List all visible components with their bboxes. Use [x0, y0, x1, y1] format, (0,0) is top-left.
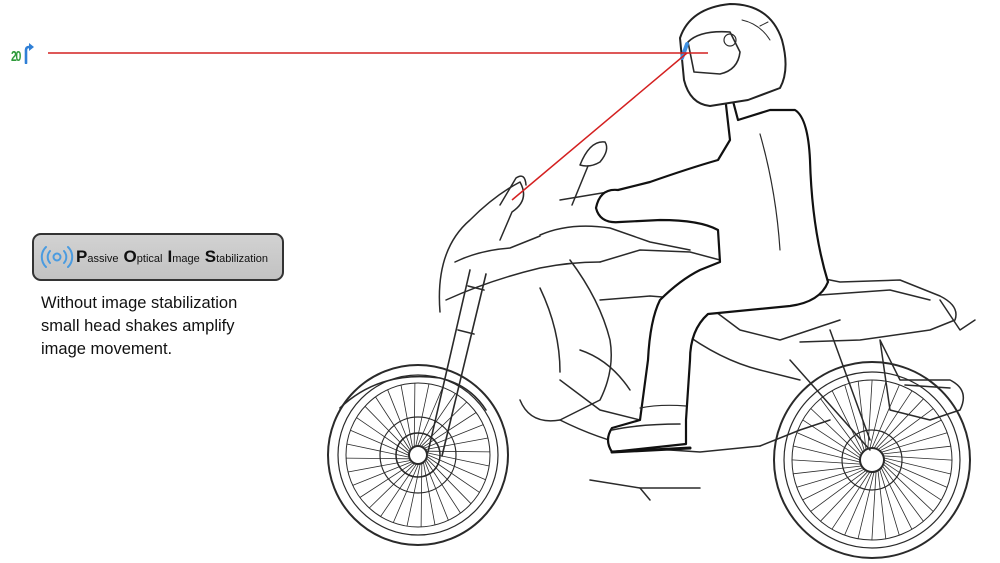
wheel-spoke [870, 381, 886, 448]
wheel-spoke [858, 381, 866, 449]
rider-helmet [680, 4, 786, 106]
wheel-spoke [872, 471, 876, 540]
wheel-spoke [416, 384, 429, 445]
wheel-spoke [793, 466, 861, 474]
wheel-spoke [792, 460, 861, 464]
wheel-spoke [407, 465, 420, 526]
hud-navigation-icon: 20 [11, 36, 41, 64]
turn-right-arrow-icon [23, 40, 35, 64]
front-wheel [328, 365, 508, 545]
wheel-spoke [878, 470, 886, 538]
wheel-spoke [797, 468, 863, 488]
wheel-spoke [427, 459, 471, 504]
wheel-spoke [369, 464, 414, 508]
hud-speed-value: 20 [11, 49, 20, 64]
stabilization-waves-icon [40, 240, 74, 274]
title-initial-p: P [76, 247, 87, 266]
caption-line: image movement. [41, 338, 301, 361]
wheel-spoke [882, 446, 950, 454]
title-initial-o: O [124, 247, 137, 266]
wheel-spoke [883, 456, 952, 460]
title-rest-i: mage [172, 253, 200, 265]
wheel-spoke [414, 383, 415, 446]
stabilization-title: PassiveOpticalImageStabilization [76, 248, 268, 266]
wheel-spoke [346, 458, 409, 459]
front-fork [340, 270, 486, 456]
wheel-spoke [422, 402, 467, 446]
wheel-spoke [793, 446, 860, 462]
title-rest-o: ptical [137, 253, 163, 265]
title-initial-s: S [205, 247, 216, 266]
wheel-spoke [421, 464, 422, 527]
wheel-spoke [880, 469, 900, 535]
sight-lines [48, 53, 708, 200]
rear-wheel [774, 362, 970, 558]
wheel-spoke [427, 451, 490, 452]
title-rest-s: tabilization [216, 253, 268, 265]
caption-text: Without image stabilization small head s… [41, 292, 301, 361]
stabilization-badge: PassiveOpticalImageStabilization [32, 233, 284, 281]
wheel-spoke [347, 444, 408, 457]
wheel-spoke [858, 472, 874, 539]
caption-line: Without image stabilization [41, 292, 301, 315]
wheel-spoke [428, 453, 489, 466]
wheel-spoke [881, 433, 947, 453]
caption-line: small head shakes amplify [41, 315, 301, 338]
wheel-spoke [365, 406, 409, 451]
wheel-spoke [884, 458, 951, 474]
title-rest-p: assive [87, 253, 118, 265]
